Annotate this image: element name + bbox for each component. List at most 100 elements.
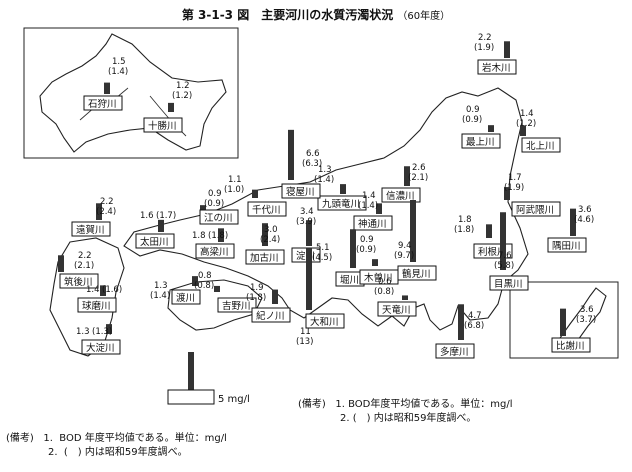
river-label-box-2 [477, 59, 517, 75]
bar-27 [410, 200, 416, 262]
figure-title-year: （60年度） [397, 11, 451, 22]
river-label-box-6 [381, 187, 421, 203]
river-prev-value-2: (1.9) [474, 43, 494, 53]
bar-20 [192, 276, 198, 286]
inner-note-2: 2. ( ) 内は昭和59年度調べ。 [340, 413, 477, 424]
outer-note-2-num: 2. [48, 447, 58, 458]
river-value-26: 0.6 [378, 277, 392, 287]
river-prev-value-28: (1.8) [454, 225, 474, 235]
river-label-box-32 [551, 337, 591, 353]
hokkaido-outline [39, 33, 227, 153]
river-value-31: 4.7 [468, 311, 482, 321]
river-name-23: 大和川 [310, 316, 339, 328]
river-name-10: 千代川 [252, 205, 281, 216]
river-name-12: 遠賀川 [76, 224, 105, 236]
river-name-26: 天竜川 [382, 304, 411, 316]
river-prev-value-20: (1.4) [150, 291, 170, 301]
bar-0 [104, 82, 110, 94]
river-label-box-13 [135, 233, 175, 249]
river-prev-value-26: (0.8) [374, 287, 394, 297]
river-prev-value-25: (0.9) [356, 245, 376, 255]
river-name-7: 九頭竜川 [322, 198, 360, 210]
river-value-11: 0.9 [208, 189, 222, 199]
river-name-14: 高梁川 [200, 246, 229, 258]
river-value-22: 1.9 [250, 283, 264, 293]
bar-26 [402, 295, 408, 300]
river-name-5: 阿武隈川 [516, 204, 554, 216]
legend-box [167, 389, 215, 405]
river-name-22: 紀ノ川 [256, 310, 285, 322]
river-value-3: 0.9 [466, 105, 480, 115]
bar-21 [214, 285, 220, 292]
river-label-box-8 [353, 215, 393, 231]
river-name-8: 神通川 [358, 218, 387, 230]
river-prev-value-10: (1.0) [224, 185, 244, 195]
bar-12 [96, 203, 102, 220]
river-prev-value-23: (13) [296, 337, 313, 347]
river-label-box-4 [521, 137, 561, 153]
outer-notes-label: (備考) [6, 433, 34, 444]
hokkaido-inset-frame [23, 27, 239, 159]
bar-22 [272, 289, 278, 304]
river-label-box-9 [281, 183, 321, 199]
river-value-29: 3.6 [578, 205, 592, 215]
river-name-27: 鶴見川 [402, 268, 431, 280]
outer-note-1: BOD 年度平均値である。単位：mg/l [59, 433, 227, 444]
river-value-25: 0.9 [360, 235, 374, 245]
bar-7 [340, 184, 346, 194]
river-name-13: 太田川 [140, 236, 169, 248]
honshu-outline [123, 87, 529, 331]
river-value-32: 3.6 [580, 305, 594, 315]
river-label-box-20 [171, 289, 201, 305]
river-prev-value-12: (2.4) [96, 207, 116, 217]
river-value-19: 1.3 [76, 327, 90, 337]
bar-17 [58, 255, 64, 272]
river-prev-value-17: (2.1) [74, 261, 94, 271]
river-value-0: 1.5 [112, 57, 126, 67]
bar-24 [350, 229, 356, 268]
bar-13 [158, 219, 164, 232]
river-value-23: 11 [300, 327, 311, 337]
outer-note-2: ( ) 内は昭和59年度調べ。 [63, 447, 188, 458]
bar-9 [288, 129, 294, 180]
bar-32 [560, 308, 566, 336]
river-label-box-22 [251, 307, 291, 323]
river-label-box-30 [489, 275, 529, 291]
river-value-18: 1.4 [86, 285, 100, 295]
river-markers: 石狩川1.5(1.4)十勝川1.2(1.2)岩木川2.2(1.9)最上川0.9(… [58, 33, 596, 359]
river-name-3: 最上川 [466, 137, 495, 148]
river-value-30: 7.6 [498, 251, 512, 261]
outer-note-1-num: 1. [43, 433, 53, 444]
river-prev-value-30: (5.8) [494, 261, 514, 271]
bar-2 [504, 41, 510, 58]
river-label-box-1 [143, 117, 183, 133]
river-prev-value-1: (1.2) [172, 91, 192, 101]
inner-notes: (備考) 1. BOD年度平均値である。単位：mg/l 2. ( ) 内は昭和5… [298, 398, 512, 426]
bar-31 [458, 304, 464, 340]
river-value-21: 0.8 [198, 271, 212, 281]
river-prev-value-13: (1.7) [156, 211, 176, 221]
river-prev-value-29: (4.6) [574, 215, 594, 225]
river-name-1: 十勝川 [148, 120, 177, 132]
river-name-9: 寝屋川 [286, 186, 315, 198]
river-value-27: 9.4 [398, 241, 412, 251]
river-prev-value-9: (6.3) [302, 159, 322, 169]
river-prev-value-14: (1.8) [208, 231, 228, 241]
river-prev-value-27: (9.7) [394, 251, 414, 261]
river-prev-value-16: (3.9) [296, 217, 316, 227]
bar-3 [488, 125, 494, 132]
river-prev-value-5: (1.9) [504, 183, 524, 193]
bar-5 [504, 187, 510, 200]
river-value-13: 1.6 [140, 211, 154, 221]
river-value-7: 1.3 [318, 165, 332, 175]
river-label-box-10 [247, 201, 287, 217]
river-name-24: 堀川 [340, 275, 359, 286]
bar-23 [306, 248, 312, 310]
inner-notes-label: (備考) [298, 399, 326, 410]
river-label-box-23 [305, 313, 345, 329]
river-name-11: 江の川 [204, 213, 233, 224]
bar-10 [252, 189, 258, 198]
river-prev-value-21: (0.8) [194, 281, 214, 291]
outer-notes: (備考) 1. BOD 年度平均値である。単位：mg/l 2. ( ) 内は昭和… [6, 432, 227, 460]
